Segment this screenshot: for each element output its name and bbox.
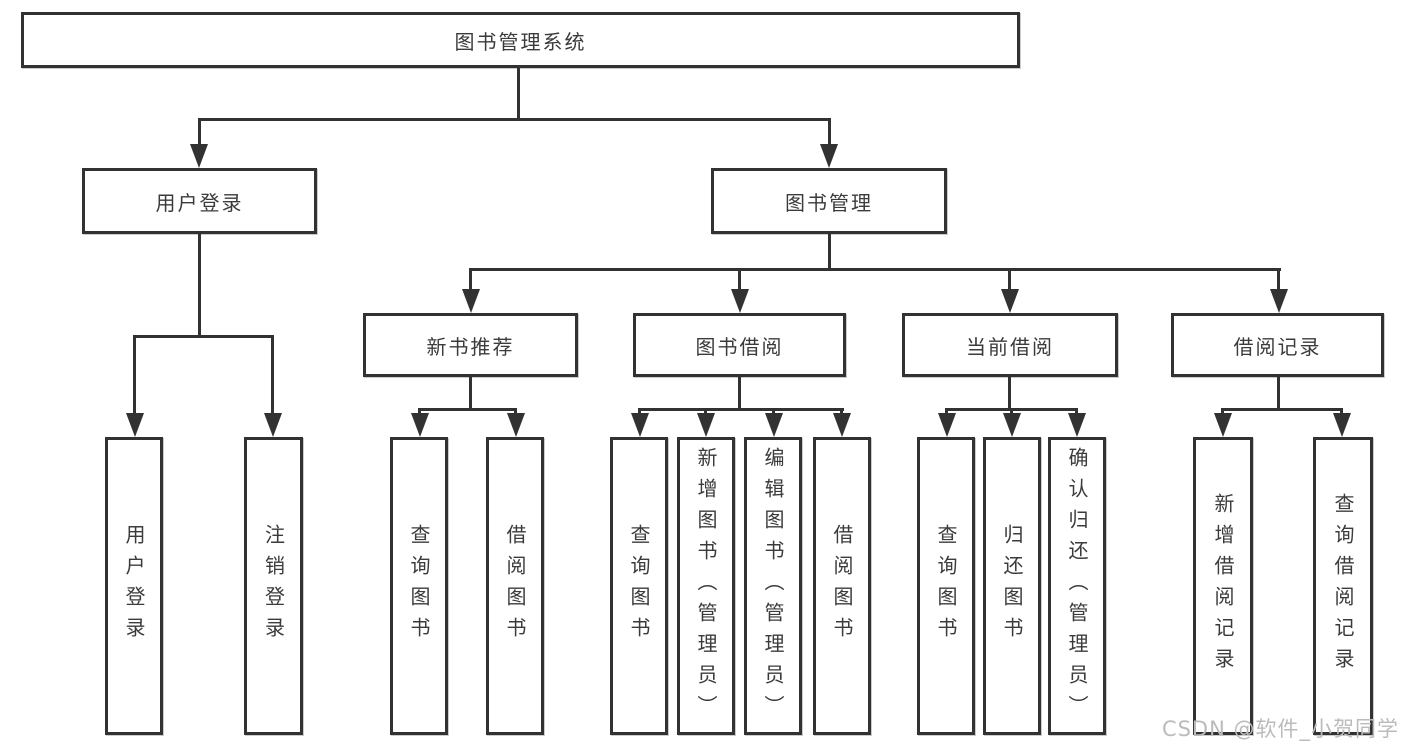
arrow-down-icon bbox=[411, 413, 429, 437]
connector-root-hbar bbox=[198, 118, 831, 121]
node-root-label: 图书管理系统 bbox=[454, 29, 587, 54]
connector-root-right-stem bbox=[828, 118, 831, 146]
arrow-down-icon bbox=[190, 144, 208, 168]
node-root: 图书管理系统 bbox=[21, 12, 1020, 68]
connector-new-books-stem-2 bbox=[514, 408, 517, 416]
arrow-down-icon bbox=[1001, 289, 1019, 313]
leaf-current-confirm-admin-label: 确认归还（管理员） bbox=[1065, 446, 1089, 726]
leaf-borrow-query-label: 查询图书 bbox=[627, 524, 651, 648]
arrow-down-icon bbox=[833, 413, 851, 437]
connector-book-mgmt-hbar bbox=[469, 268, 1281, 271]
arrow-down-icon bbox=[697, 413, 715, 437]
leaf-current-return-label: 归还图书 bbox=[1000, 524, 1024, 648]
leaf-user-login: 用户登录 bbox=[105, 437, 163, 735]
node-user-login-label: 用户登录 bbox=[155, 190, 244, 215]
connector-book-borrow-stem-1 bbox=[638, 408, 641, 416]
leaf-current-query: 查询图书 bbox=[917, 437, 975, 735]
connector-new-books-stem-1 bbox=[418, 408, 421, 416]
node-current-borrow-label: 当前借阅 bbox=[966, 334, 1054, 359]
connector-user-login-stem bbox=[198, 234, 201, 336]
connector-borrow-records-stem bbox=[1277, 377, 1280, 409]
connector-current-borrow-stem-2 bbox=[1010, 408, 1013, 416]
leaf-borrow-add-admin: 新增图书（管理员） bbox=[677, 437, 735, 735]
leaf-borrow-edit-admin-label: 编辑图书（管理员） bbox=[761, 446, 785, 726]
connector-root-left-stem bbox=[198, 118, 201, 146]
leaf-newbooks-borrow: 借阅图书 bbox=[486, 437, 544, 735]
connector-book-borrow-stem bbox=[738, 377, 741, 409]
arrow-down-icon bbox=[938, 413, 956, 437]
arrow-down-icon bbox=[462, 289, 480, 313]
arrow-down-icon bbox=[1333, 413, 1351, 437]
arrow-down-icon bbox=[631, 413, 649, 437]
connector-book-borrow-stem-3 bbox=[772, 408, 775, 416]
connector-book-mgmt-stem-3 bbox=[1008, 268, 1011, 292]
leaf-records-query-label: 查询借阅记录 bbox=[1331, 493, 1355, 679]
arrow-down-icon bbox=[1003, 413, 1021, 437]
node-user-login: 用户登录 bbox=[82, 168, 317, 234]
node-borrow-records-label: 借阅记录 bbox=[1233, 334, 1322, 359]
connector-new-books-stem bbox=[469, 377, 472, 409]
leaf-borrow-book-label: 借阅图书 bbox=[830, 524, 854, 648]
leaf-borrow-add-admin-label: 新增图书（管理员） bbox=[694, 446, 718, 726]
connector-current-borrow-stem-3 bbox=[1075, 408, 1078, 416]
arrow-down-icon bbox=[820, 144, 838, 168]
node-book-borrow-label: 图书借阅 bbox=[695, 334, 784, 359]
arrow-down-icon bbox=[1214, 413, 1232, 437]
connector-book-borrow-hbar bbox=[638, 408, 844, 411]
leaf-newbooks-borrow-label: 借阅图书 bbox=[503, 524, 527, 648]
arrow-down-icon bbox=[731, 289, 749, 313]
leaf-borrow-edit-admin: 编辑图书（管理员） bbox=[744, 437, 802, 735]
connector-current-borrow-stem bbox=[1008, 377, 1011, 409]
node-borrow-records: 借阅记录 bbox=[1171, 313, 1384, 377]
connector-user-login-hbar bbox=[133, 335, 274, 338]
node-book-borrow: 图书借阅 bbox=[633, 313, 846, 377]
leaf-records-add-label: 新增借阅记录 bbox=[1211, 493, 1235, 679]
arrow-down-icon bbox=[1270, 289, 1288, 313]
arrow-down-icon bbox=[1068, 413, 1086, 437]
connector-book-mgmt-stem bbox=[828, 234, 831, 270]
leaf-user-login-label: 用户登录 bbox=[122, 524, 146, 648]
arrow-down-icon bbox=[126, 413, 144, 437]
node-new-books-label: 新书推荐 bbox=[426, 334, 515, 359]
leaf-records-query: 查询借阅记录 bbox=[1313, 437, 1373, 735]
connector-book-borrow-stem-2 bbox=[704, 408, 707, 416]
leaf-current-return: 归还图书 bbox=[983, 437, 1041, 735]
leaf-logout: 注销登录 bbox=[244, 437, 303, 735]
connector-user-login-stem-2 bbox=[271, 335, 274, 415]
csdn-watermark: CSDN @软件_小贺同学 bbox=[1161, 717, 1399, 741]
leaf-newbooks-query: 查询图书 bbox=[390, 437, 448, 735]
connector-borrow-records-hbar bbox=[1221, 408, 1343, 411]
leaf-borrow-book: 借阅图书 bbox=[813, 437, 871, 735]
connector-book-mgmt-stem-1 bbox=[469, 268, 472, 292]
connector-user-login-stem-1 bbox=[133, 335, 136, 415]
connector-book-borrow-stem-4 bbox=[840, 408, 843, 416]
leaf-current-query-label: 查询图书 bbox=[934, 524, 958, 648]
connector-current-borrow-stem-1 bbox=[945, 408, 948, 416]
leaf-records-add: 新增借阅记录 bbox=[1193, 437, 1253, 735]
leaf-newbooks-query-label: 查询图书 bbox=[407, 524, 431, 648]
node-current-borrow: 当前借阅 bbox=[902, 313, 1118, 377]
node-book-mgmt: 图书管理 bbox=[711, 168, 947, 234]
node-new-books: 新书推荐 bbox=[363, 313, 578, 377]
node-book-mgmt-label: 图书管理 bbox=[785, 190, 873, 215]
arrow-down-icon bbox=[264, 413, 282, 437]
arrow-down-icon bbox=[765, 413, 783, 437]
connector-book-mgmt-stem-2 bbox=[738, 268, 741, 292]
arrow-down-icon bbox=[507, 413, 525, 437]
connector-book-mgmt-stem-4 bbox=[1277, 268, 1280, 292]
leaf-logout-label: 注销登录 bbox=[261, 524, 286, 648]
connector-new-books-hbar bbox=[418, 408, 517, 411]
connector-borrow-records-stem-2 bbox=[1340, 408, 1343, 416]
connector-root-stem bbox=[517, 68, 520, 119]
connector-borrow-records-stem-1 bbox=[1221, 408, 1224, 416]
leaf-current-confirm-admin: 确认归还（管理员） bbox=[1048, 437, 1106, 735]
leaf-borrow-query: 查询图书 bbox=[610, 437, 668, 735]
